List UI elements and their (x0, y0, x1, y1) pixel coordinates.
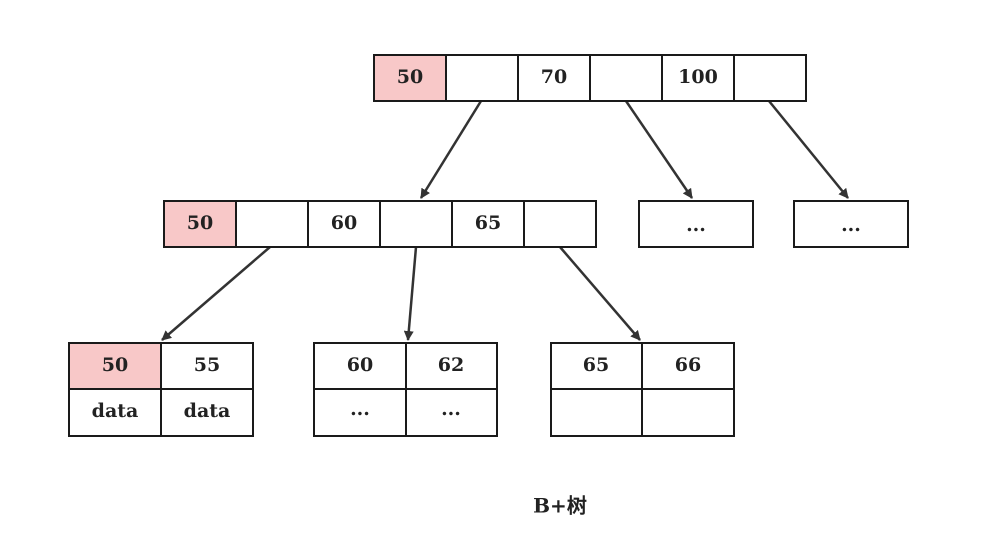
level1-pointer-cell (379, 200, 453, 248)
placeholder-ellipsis: ... (686, 214, 706, 236)
leaf-key-cell (313, 342, 407, 390)
placeholder-cell (638, 200, 754, 248)
leaf-value-label: data (184, 400, 231, 422)
root-key-label: 100 (678, 66, 718, 88)
placeholder-ellipsis: ... (841, 214, 861, 236)
leaf-value-label: data (92, 400, 139, 422)
root-node: 50 70 100 (373, 54, 807, 102)
level1-key-label: 50 (187, 212, 213, 234)
placeholder-cell (793, 200, 909, 248)
root-key-label: 50 (397, 66, 423, 88)
leaf-key-label: 66 (675, 354, 701, 376)
edge-level1-to-leaf-3 (559, 246, 641, 341)
edge-root-to-placeholder-b (768, 100, 849, 199)
leaf-node-1: 50 55 data data (68, 342, 254, 437)
root-pointer-cell (445, 54, 519, 102)
leaf-key-label: 65 (583, 354, 609, 376)
leaf-value-label: ... (350, 398, 370, 420)
level1-key-cell-60 (307, 200, 381, 248)
leaf-value-cell (68, 388, 162, 437)
leaf-node-2: 60 62 ... ... (313, 342, 498, 437)
level1-key-label: 65 (475, 212, 501, 234)
edge-level1-to-leaf-2 (403, 246, 418, 341)
leaf-key-cell (405, 342, 498, 390)
leaf-node-3: 65 66 (550, 342, 735, 437)
level1-pointer-cell (523, 200, 597, 248)
diagram-caption: B+树 (533, 494, 587, 518)
leaf-key-cell (550, 342, 643, 390)
leaf-key-label: 60 (347, 354, 373, 376)
level1-pointer-cell (235, 200, 309, 248)
leaf-value-cell (641, 388, 735, 437)
root-key-label: 70 (541, 66, 567, 88)
leaf-key-label: 50 (102, 354, 128, 376)
level1-key-cell-50 (163, 200, 237, 248)
root-pointer-cell (589, 54, 663, 102)
level1-key-cell-65 (451, 200, 525, 248)
leaf-key-cell (641, 342, 735, 390)
leaf-value-cell (160, 388, 254, 437)
leaf-value-cell (405, 388, 498, 437)
leaf-value-cell (550, 388, 643, 437)
edge-root-to-placeholder-a (624, 100, 694, 199)
leaf-value-label: ... (441, 398, 461, 420)
edge-level1-to-leaf-1 (161, 246, 271, 341)
level1-key-label: 60 (331, 212, 357, 234)
edge-root-to-level1-internal (419, 100, 483, 199)
root-pointer-cell (733, 54, 807, 102)
level1-internal-node: 50 60 65 (163, 200, 597, 248)
leaf-key-label: 55 (194, 354, 220, 376)
leaf-key-cell (160, 342, 254, 390)
level1-placeholder-node-a: ... (638, 200, 754, 248)
tree-edges (161, 100, 849, 341)
level1-placeholder-node-b: ... (793, 200, 909, 248)
leaf-key-label: 62 (438, 354, 464, 376)
root-key-cell-50 (373, 54, 447, 102)
